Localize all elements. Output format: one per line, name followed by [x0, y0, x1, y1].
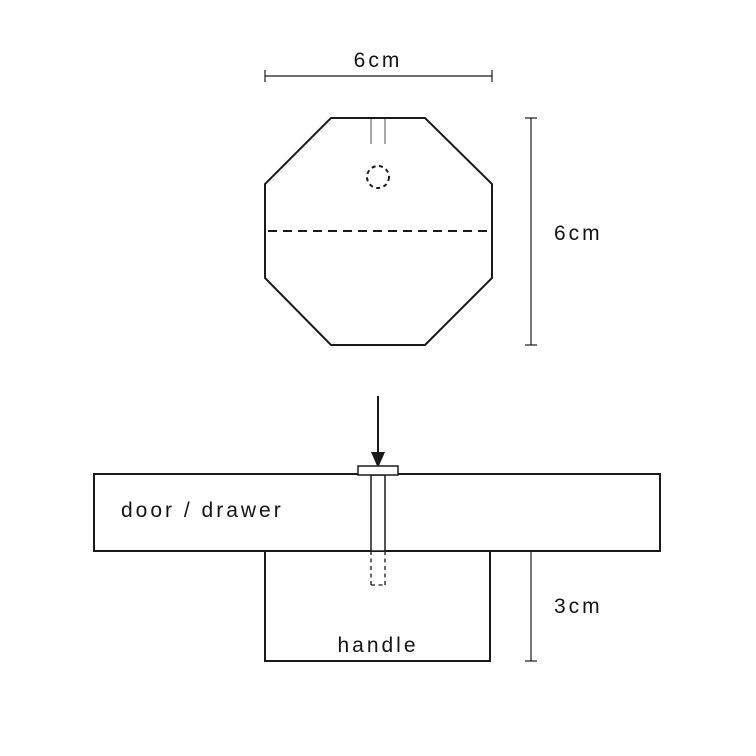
width-dimension: 6cm: [264, 49, 493, 82]
knob-front-view: [264, 117, 493, 346]
height-dimension-label: 6cm: [554, 222, 603, 245]
door-label: door / drawer: [121, 499, 284, 522]
octagon-outline: [264, 117, 493, 346]
arrow-head: [371, 452, 385, 468]
screw-hole-dashed-circle: [366, 165, 390, 189]
side-view: door / drawer handle: [93, 465, 661, 662]
width-dimension-label: 6cm: [354, 49, 403, 72]
screw-head: [357, 465, 399, 476]
screw-shaft: [370, 474, 386, 552]
mounting-arrow: [371, 396, 385, 468]
depth-dimension-label: 3cm: [554, 595, 603, 618]
depth-dimension: 3cm: [525, 550, 603, 662]
height-dimension: 6cm: [525, 117, 603, 346]
handle-label: handle: [337, 634, 418, 657]
